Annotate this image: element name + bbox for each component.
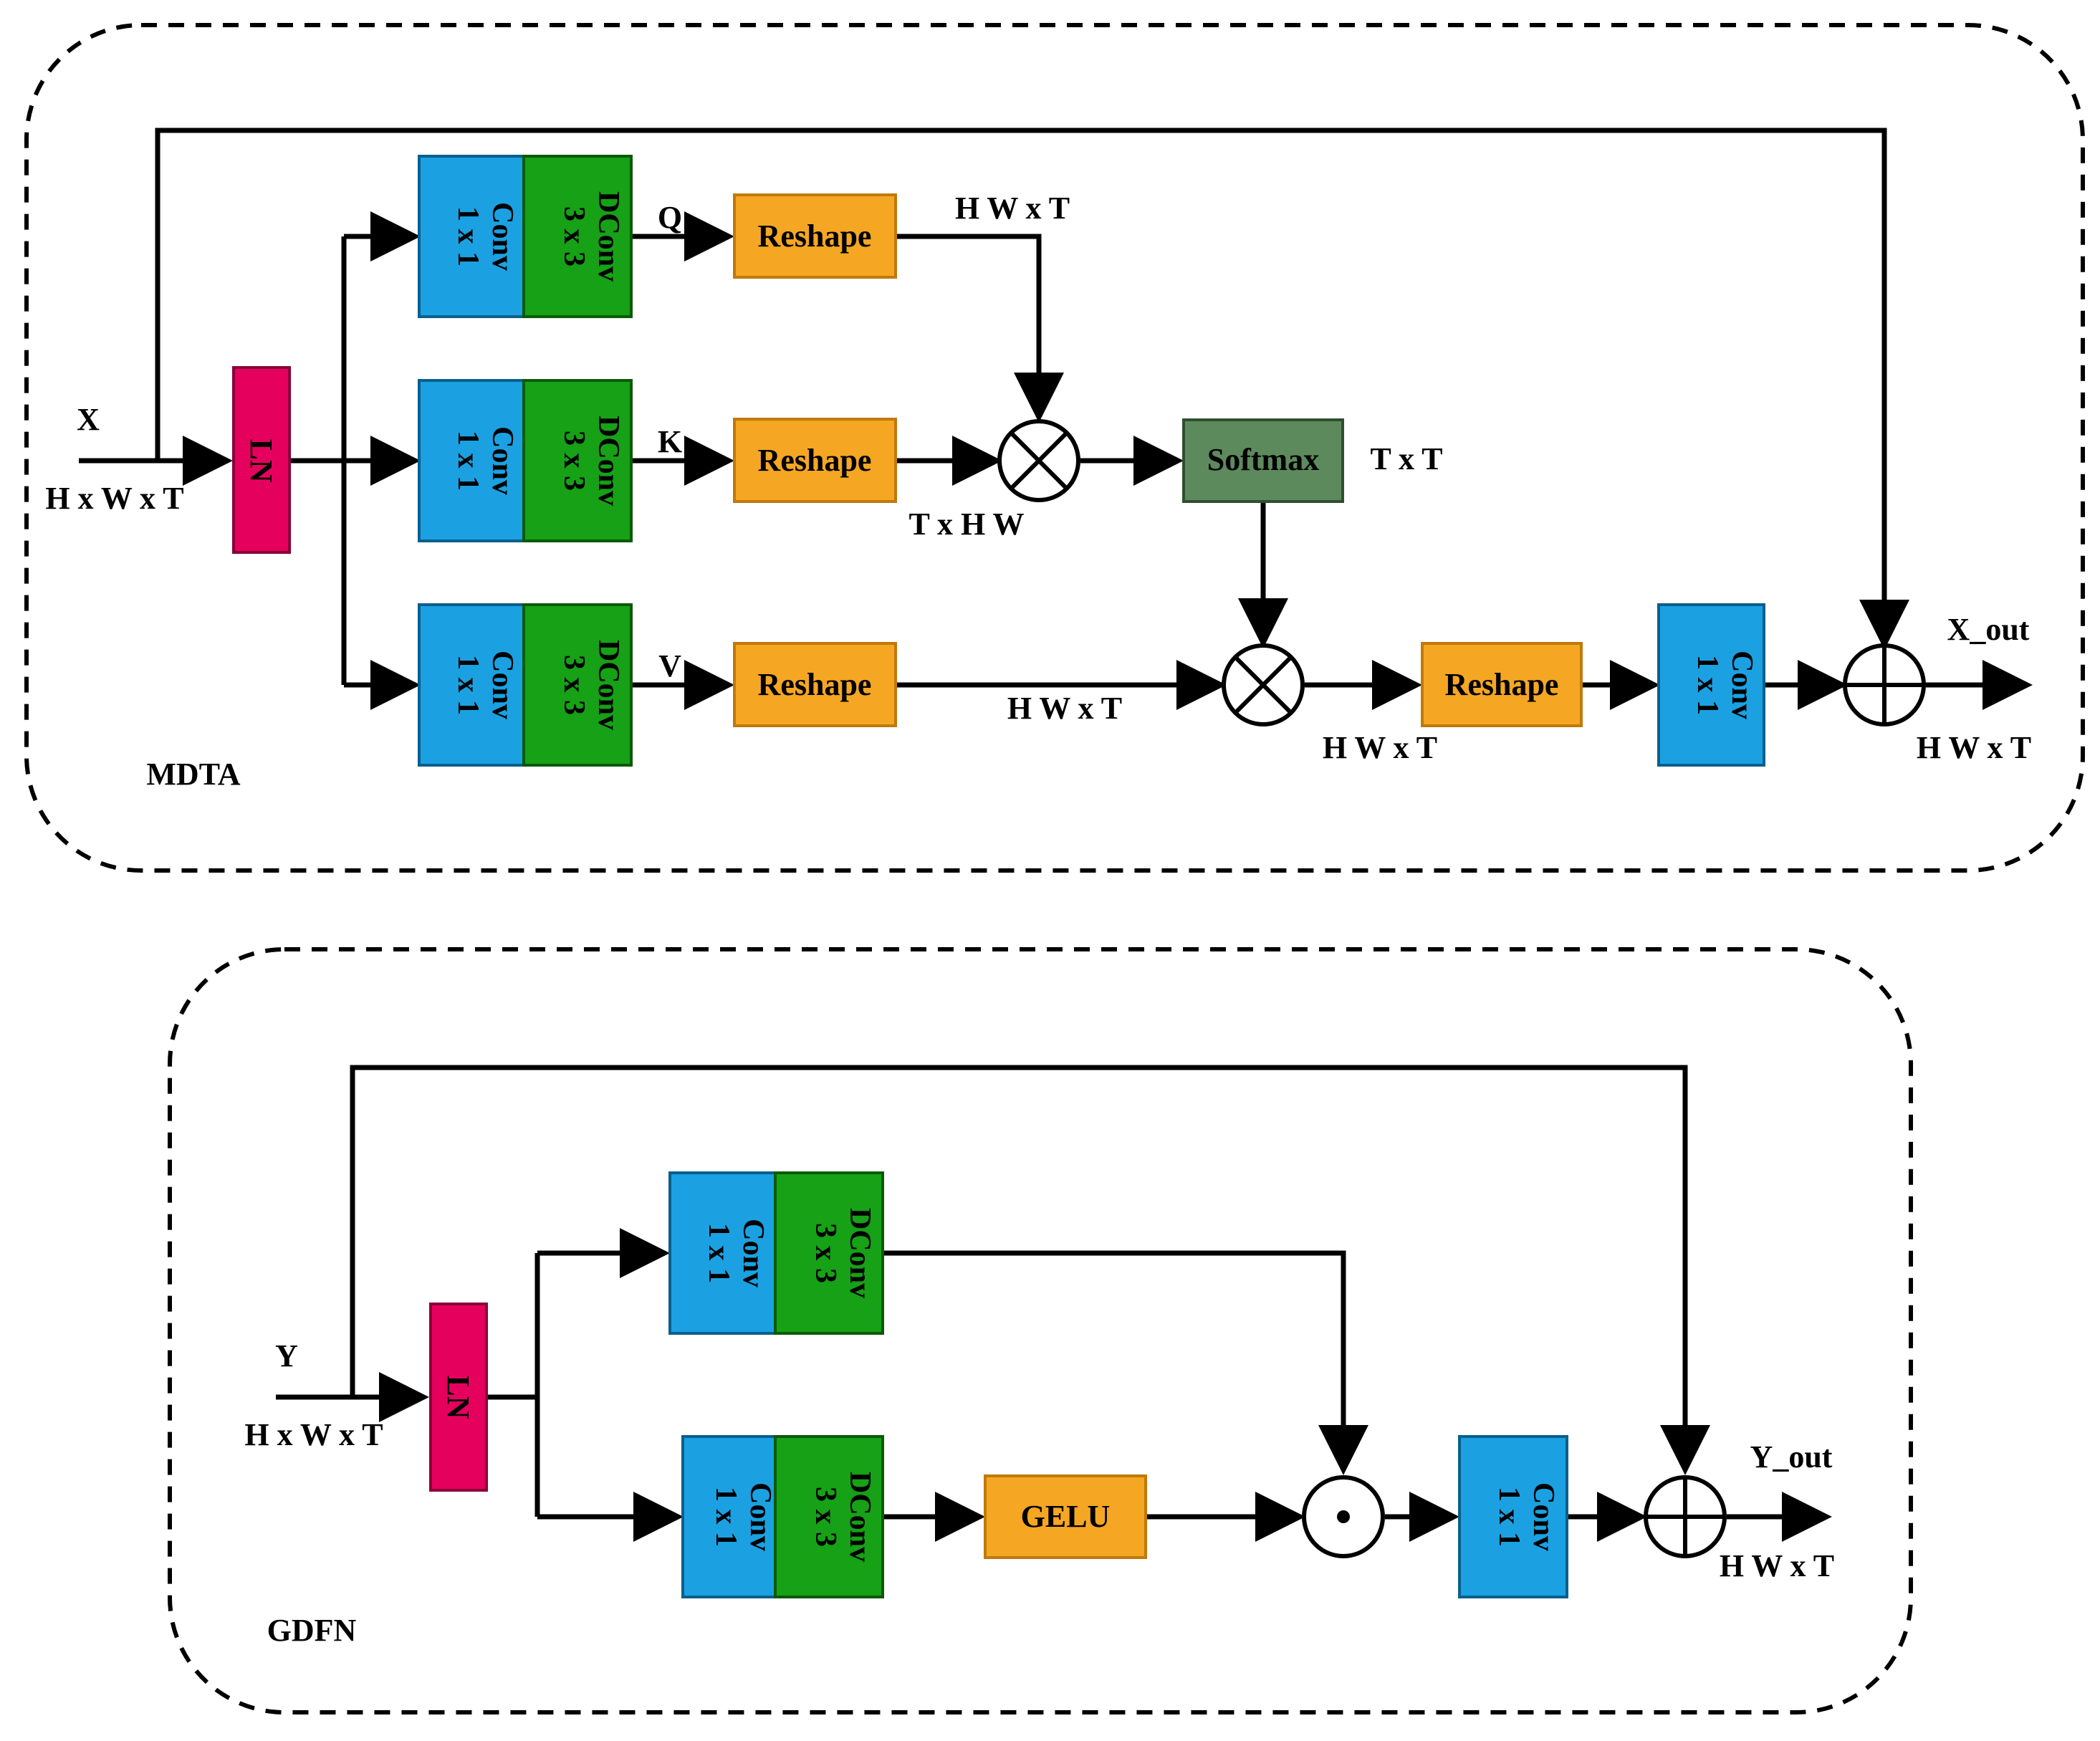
- dconv-3x3-line1: 3 x 3: [557, 655, 590, 715]
- dconv-3x3-line1: 3 x 3: [557, 431, 590, 491]
- gdfn-dashed-border: [168, 947, 1913, 1714]
- dconv-3x3-line1: 3 x 3: [809, 1487, 842, 1547]
- mdta-q-to-mul: [896, 234, 1064, 423]
- q-dim-label: H W x T: [955, 191, 1070, 226]
- gdfn-layernorm: LN: [429, 1303, 488, 1492]
- mdta-out-conv: 1 x 1 Conv: [1657, 603, 1765, 767]
- gdfn-bottom-conv-stack: 1 x 1 Conv 3 x 3 DConv: [681, 1435, 884, 1598]
- conv-1x1-line2: Conv: [486, 202, 519, 271]
- conv-1x1-line2: Conv: [1725, 651, 1758, 719]
- mdta-softmax: Softmax: [1182, 418, 1344, 503]
- gdfn-input-name: Y: [275, 1338, 298, 1373]
- conv-1x1-line2: Conv: [744, 1482, 777, 1551]
- gdfn-output-dim: H W x T: [1720, 1548, 1834, 1583]
- conv-1x1-line1: 1 x 1: [709, 1487, 742, 1547]
- v-label: V: [658, 648, 681, 684]
- gdfn-skip-connection: [350, 1065, 1710, 1475]
- mdta-output-dim: H W x T: [1917, 730, 2031, 765]
- mdta-ln-label: LN: [244, 438, 279, 482]
- conv-1x1-line2: Conv: [737, 1219, 769, 1287]
- gdfn-top-conv-stack: 1 x 1 Conv 3 x 3 DConv: [668, 1171, 884, 1335]
- mdta-matmul-attn-v: [1222, 643, 1305, 726]
- mdta-skip-connection: [155, 128, 1909, 650]
- mdta-k-conv-stack: 1 x 1 Conv 3 x 3 DConv: [418, 379, 633, 542]
- dconv-3x3-line2: DConv: [843, 1208, 876, 1298]
- q-label: Q: [658, 200, 682, 235]
- gdfn-output-name: Y_out: [1750, 1439, 1833, 1474]
- gdfn-out-conv: 1 x 1 Conv: [1458, 1435, 1568, 1598]
- mdta-connectors: [79, 128, 2033, 710]
- reshape-label: Reshape: [758, 443, 872, 478]
- gdfn-top-to-gate: [883, 1250, 1368, 1475]
- dconv-3x3-line1: 3 x 3: [809, 1223, 842, 1283]
- gdfn-input-dim: H x W x T: [244, 1417, 383, 1452]
- dconv-3x3-line2: DConv: [843, 1472, 876, 1562]
- conv-1x1-line1: 1 x 1: [451, 431, 484, 491]
- mdta-label: MDTA: [146, 757, 240, 792]
- mdta-v-reshape: Reshape: [733, 642, 897, 727]
- gelu-label: GELU: [1021, 1499, 1111, 1534]
- softmax-label: Softmax: [1207, 442, 1319, 477]
- k-dim-label: T x H W: [909, 507, 1025, 542]
- conv-1x1-line2: Conv: [486, 651, 519, 719]
- softmax-dim-label: T x T: [1370, 441, 1442, 476]
- conv-1x1-line1: 1 x 1: [451, 655, 484, 715]
- reshape-label: Reshape: [758, 219, 872, 254]
- gdfn-gelu: GELU: [984, 1474, 1147, 1559]
- k-label: K: [658, 424, 682, 459]
- mdta-q-conv-stack: 1 x 1 Conv 3 x 3 DConv: [418, 155, 633, 318]
- mdta-residual-add: [1843, 643, 1926, 726]
- mdta-out-reshape: Reshape: [1421, 642, 1583, 727]
- after-mul-dim-label: H W x T: [1323, 730, 1437, 765]
- conv-1x1-line2: Conv: [486, 426, 519, 495]
- mdta-v-conv-stack: 1 x 1 Conv 3 x 3 DConv: [418, 603, 633, 767]
- conv-1x1-line1: 1 x 1: [702, 1223, 735, 1283]
- conv-1x1-line1: 1 x 1: [451, 206, 484, 267]
- mdta-output-name: X_out: [1947, 612, 2030, 647]
- conv-1x1-line1: 1 x 1: [1492, 1487, 1525, 1547]
- mdta-dashed-border: [24, 23, 2085, 873]
- mdta-layernorm: LN: [232, 366, 291, 554]
- mdta-block: X H x W x T LN 1 x 1 Conv 3 x 3 DConv 1 …: [24, 23, 2085, 873]
- mdta-k-reshape: Reshape: [733, 418, 897, 503]
- conv-1x1-line2: Conv: [1527, 1482, 1560, 1551]
- reshape-label: Reshape: [1445, 667, 1559, 702]
- gdfn-label: GDFN: [267, 1613, 357, 1648]
- gdfn-block: Y H x W x T LN 1 x 1 Conv 3 x 3 DConv 1 …: [168, 947, 1913, 1714]
- mdta-input-dim: H x W x T: [45, 481, 183, 516]
- gdfn-elementwise-gate: [1302, 1475, 1385, 1558]
- mdta-input-name: X: [77, 402, 100, 437]
- mdta-q-reshape: Reshape: [733, 193, 897, 279]
- mdta-matmul-qk: [997, 419, 1080, 502]
- dconv-3x3-line2: DConv: [592, 640, 625, 730]
- conv-1x1-line1: 1 x 1: [1691, 655, 1724, 715]
- gdfn-connectors: [276, 1065, 1832, 1542]
- v-dim-label: H W x T: [1007, 691, 1122, 726]
- dconv-3x3-line1: 3 x 3: [557, 206, 590, 267]
- dconv-3x3-line2: DConv: [592, 191, 625, 282]
- gdfn-residual-add: [1644, 1475, 1727, 1558]
- reshape-label: Reshape: [758, 667, 872, 702]
- gdfn-ln-label: LN: [441, 1375, 476, 1419]
- dconv-3x3-line2: DConv: [592, 416, 625, 506]
